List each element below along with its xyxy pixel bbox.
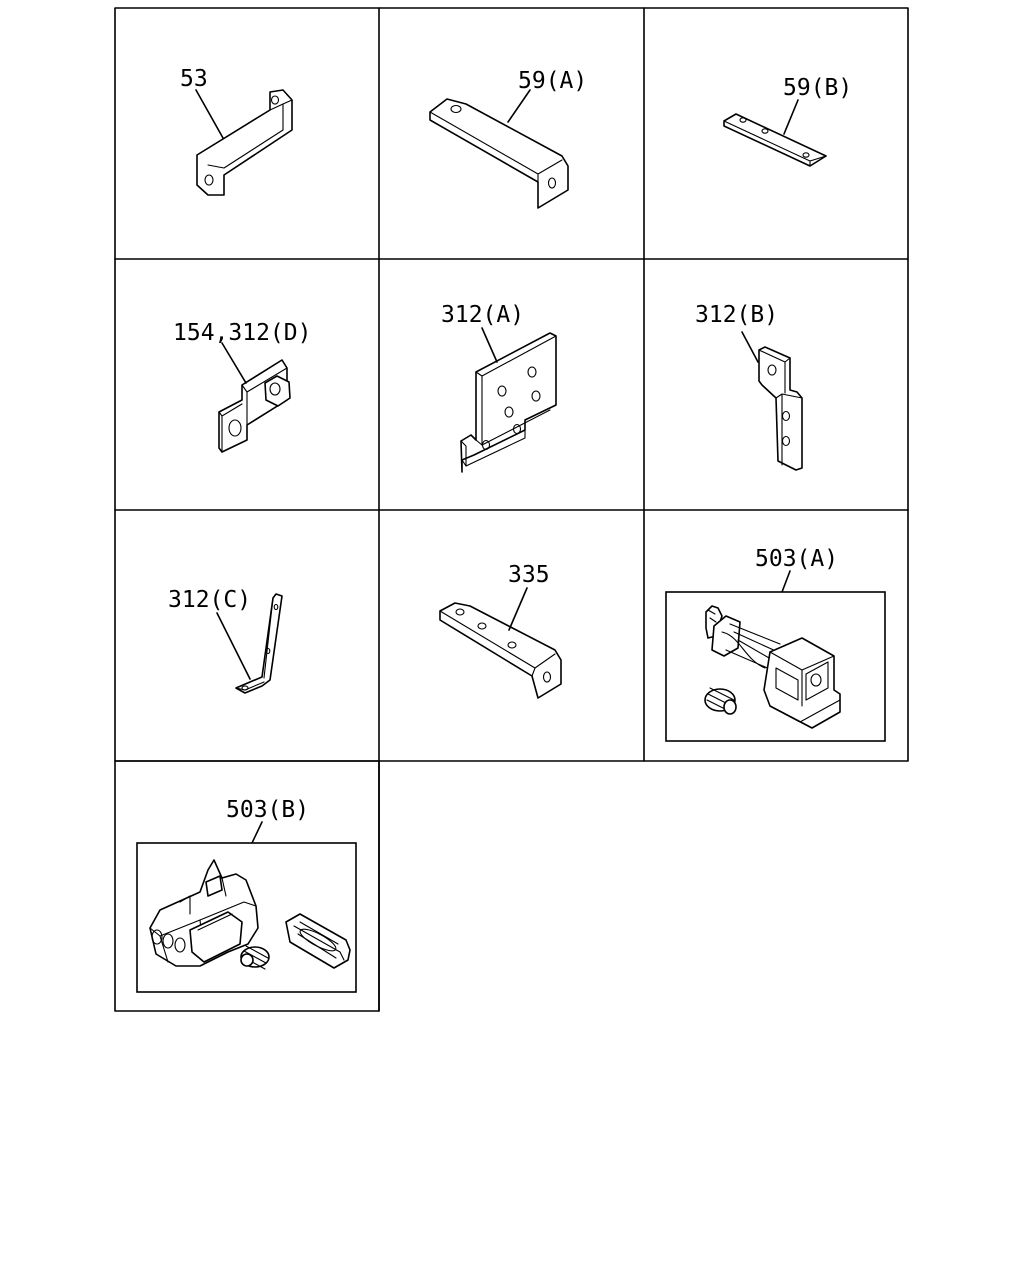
callout-label: 53 <box>180 66 208 92</box>
grid-frame <box>114 7 909 1012</box>
connector-503b-part <box>149 859 351 970</box>
leader-line <box>508 587 528 631</box>
bracket-59a-part <box>429 98 569 209</box>
callout-label: 154,312(D) <box>173 320 311 346</box>
bracket-335-part <box>439 602 562 699</box>
cell-503a[interactable]: 503(A) <box>665 546 886 742</box>
bracket-312a-part <box>460 332 557 473</box>
callout-label: 59(B) <box>783 75 852 101</box>
seal-icon <box>240 945 270 970</box>
leader-line <box>216 612 251 680</box>
callout-label: 503(A) <box>755 546 838 572</box>
callout-label: 312(C) <box>168 587 251 613</box>
cell-59a[interactable]: 59(A) <box>429 68 587 209</box>
leader-line <box>195 89 224 139</box>
cell-154-312d[interactable]: 154,312(D) <box>173 320 311 453</box>
callout-label: 312(B) <box>695 302 778 328</box>
cell-312a[interactable]: 312(A) <box>441 302 557 473</box>
callout-label: 335 <box>508 562 550 588</box>
bracket-312b-part <box>758 346 803 471</box>
leader-line <box>507 89 531 123</box>
cell-312b[interactable]: 312(B) <box>695 302 803 471</box>
bracket-154-312d-part <box>218 359 291 453</box>
leader-line <box>781 570 791 593</box>
cell-59b[interactable]: 59(B) <box>723 75 852 167</box>
cell-53[interactable]: 53 <box>180 66 293 196</box>
leader-line <box>251 821 263 844</box>
leader-line <box>741 331 759 363</box>
bracket-312c-part <box>235 593 283 694</box>
leader-line <box>221 342 247 384</box>
leader-line <box>481 327 498 363</box>
cell-312c[interactable]: 312(C) <box>168 587 283 694</box>
lock-clip-icon <box>285 913 351 969</box>
connector-503a-part <box>704 605 841 729</box>
leader-line <box>783 99 799 135</box>
cell-503b[interactable]: 503(B) <box>136 797 357 993</box>
callout-label: 503(B) <box>226 797 309 823</box>
plate-59b-part <box>723 113 827 167</box>
bracket-53-part <box>196 89 293 196</box>
cell-335[interactable]: 335 <box>439 562 562 699</box>
callout-label: 59(A) <box>518 68 587 94</box>
callout-label: 312(A) <box>441 302 524 328</box>
seal-icon <box>704 687 737 715</box>
